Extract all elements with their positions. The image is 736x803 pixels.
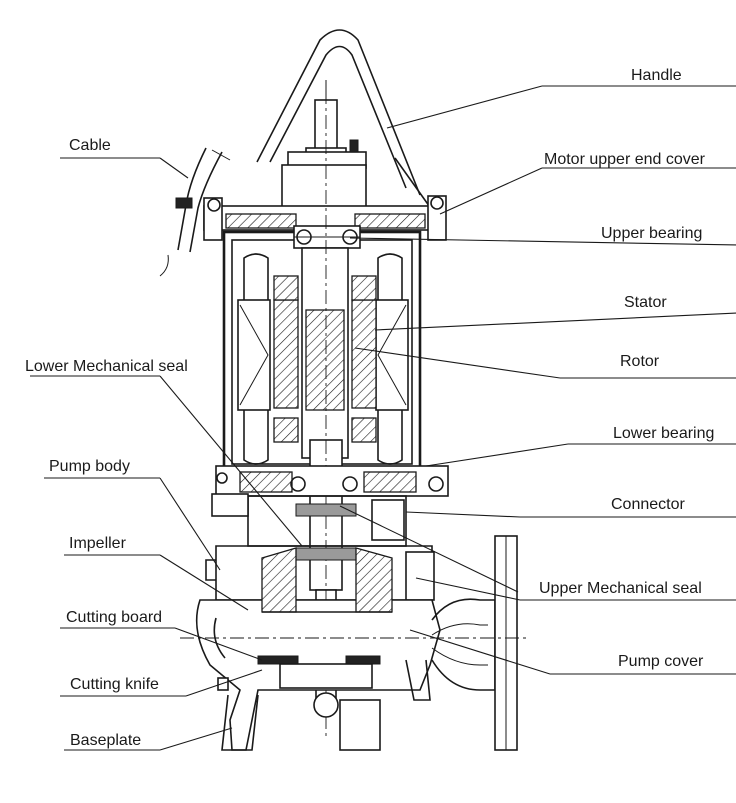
label-pump-cover: Pump cover [618, 653, 704, 670]
impeller-part [261, 547, 393, 613]
label-cutting-knife: Cutting knife [70, 676, 159, 693]
upper-bearing-part [293, 225, 361, 249]
motor-top-fitting [281, 80, 367, 211]
label-upper-mechanical-seal: Upper Mechanical seal [539, 580, 702, 597]
connector-part [211, 493, 407, 561]
label-handle: Handle [631, 67, 682, 84]
outlet-flange [180, 535, 530, 751]
label-baseplate: Baseplate [70, 732, 141, 749]
handle-part [256, 29, 433, 211]
label-motor-upper-end-cover: Motor upper end cover [544, 151, 706, 168]
label-upper-bearing: Upper bearing [601, 225, 702, 242]
leader-lines [30, 85, 736, 751]
label-impeller: Impeller [69, 535, 127, 552]
stator-part [237, 253, 409, 465]
lower-bearing-part [215, 465, 449, 497]
label-cable: Cable [69, 137, 111, 154]
label-lower-bearing: Lower bearing [613, 425, 714, 442]
label-pump-body: Pump body [49, 458, 130, 475]
label-lower-mechanical-seal: Lower Mechanical seal [25, 358, 188, 375]
label-connector: Connector [611, 496, 685, 513]
baseplate-part [221, 659, 431, 751]
label-stator: Stator [624, 294, 667, 311]
label-cutting-board: Cutting board [66, 609, 162, 626]
cable-part [159, 147, 231, 277]
label-rotor: Rotor [620, 353, 660, 370]
cutting-board-part [217, 655, 381, 718]
